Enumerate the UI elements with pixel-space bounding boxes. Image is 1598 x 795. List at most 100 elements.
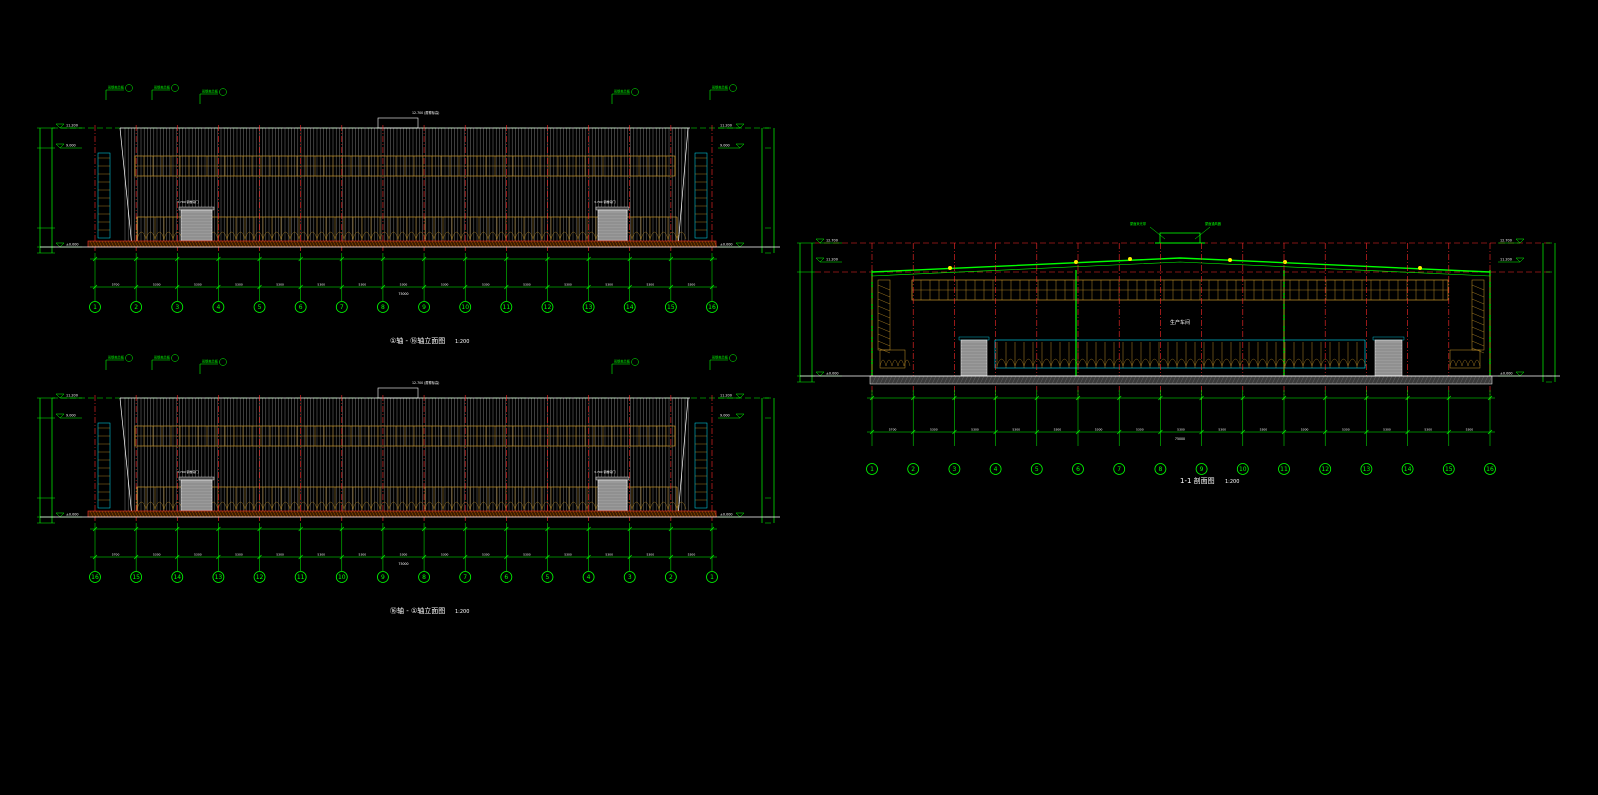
axis-bubble-label: 7 [1117, 466, 1121, 473]
plinth-hatch [446, 240, 451, 248]
plinth-hatch [158, 510, 163, 518]
dim-tick [339, 554, 345, 560]
axis-bubble [459, 571, 472, 583]
side-window-arch [879, 359, 887, 367]
bay-dim-label: 5700 [112, 283, 120, 287]
dim-tick [421, 256, 427, 262]
axis-bubble-label: 15 [1445, 466, 1453, 473]
section-window-arch [1041, 358, 1052, 367]
grid-axes [94, 125, 713, 251]
plinth-hatch [371, 510, 376, 518]
plinth-hatch [599, 510, 604, 518]
plinth-hatch [401, 240, 406, 248]
slab-hatch [1199, 375, 1205, 385]
slab-hatch [943, 375, 949, 385]
plinth-hatch [329, 240, 334, 248]
plinth-hatch [428, 510, 433, 518]
section-window-arch [1104, 358, 1115, 367]
dim-tick [216, 284, 221, 290]
slab-hatch [1087, 375, 1093, 385]
plinth-hatch [179, 510, 184, 518]
section-window-arch [1329, 358, 1340, 367]
slab-hatch [1383, 375, 1389, 385]
window-arch [307, 501, 318, 510]
section-bay-dim: 5300 [1383, 428, 1391, 432]
axis-bubble [664, 571, 677, 583]
plinth-hatch [293, 510, 298, 518]
plinth-hatch [611, 510, 616, 518]
slab-hatch [1207, 375, 1213, 385]
callout-label: 彩钢夹芯板 [154, 355, 171, 360]
elevation-axis-16-1[interactable]: 11.2009.000±0.00011.2009.000±0.00012.700… [37, 354, 780, 583]
window-arch [379, 501, 390, 510]
window-arch [334, 501, 345, 510]
slab-hatch [1431, 375, 1437, 385]
slab-hatch [891, 375, 897, 385]
slab-hatch [1363, 375, 1369, 385]
slab-hatch [1307, 375, 1313, 385]
window-arch [451, 501, 462, 510]
plinth-hatch [554, 240, 559, 248]
plinth-hatch [458, 240, 463, 248]
plinth-hatch [164, 240, 169, 248]
dim-tick [175, 526, 180, 532]
window-arch [217, 231, 228, 240]
level-label: 11.200 [720, 394, 732, 398]
window-arch [478, 231, 489, 240]
bay-dim-label: 5300 [317, 283, 325, 287]
plinth-hatch [293, 240, 298, 248]
roof-purlin [1128, 257, 1132, 261]
axis-bubble [623, 571, 636, 583]
window-arch [298, 231, 309, 240]
dim-tick [380, 284, 386, 290]
plinth-hatch [188, 240, 193, 248]
slab-hatch [971, 375, 977, 385]
plinth-hatch [320, 240, 325, 248]
slab-hatch [1371, 375, 1377, 385]
plinth-hatch [227, 240, 232, 248]
elevation-axis-1-16[interactable]: 11.2009.000±0.00011.2009.000±0.00012.700… [37, 84, 780, 313]
level-label: ±0.000 [1500, 372, 1513, 376]
dim-tick [339, 256, 345, 262]
dim-tick [586, 554, 591, 560]
plinth-hatch [272, 510, 277, 518]
plinth-hatch [287, 240, 292, 248]
plinth-hatch [176, 240, 181, 248]
axis-bubble-label: 15 [667, 304, 675, 311]
plinth-hatch [401, 510, 406, 518]
bay-dim-label: 5300 [317, 553, 325, 557]
plinth-hatch [368, 510, 373, 518]
window-arch [217, 501, 228, 510]
slab-hatch [1343, 375, 1349, 385]
section-window-arch [1149, 358, 1160, 367]
plinth-hatch [362, 240, 367, 248]
window-arch [577, 501, 588, 510]
plinth-hatch [323, 510, 328, 518]
plinth-hatch [587, 240, 592, 248]
axis-bubble [418, 301, 430, 313]
slab-hatch [1251, 375, 1257, 385]
end-wall-slope [119, 127, 133, 248]
window-x [1471, 340, 1485, 347]
plinth-hatch [236, 240, 241, 248]
plinth-hatch [377, 510, 382, 518]
dim-tick [545, 554, 550, 560]
dim-tick [298, 526, 303, 532]
plinth-hatch [119, 240, 124, 248]
plinth-hatch [644, 510, 649, 518]
plinth-hatch [650, 510, 655, 518]
plinth-hatch [578, 240, 583, 248]
slab-hatch [1179, 375, 1185, 385]
level-label: ±0.000 [826, 372, 839, 376]
plinth-hatch [260, 240, 265, 248]
plinth-hatch [185, 510, 190, 518]
dim-tick [298, 554, 303, 560]
plinth-hatch [545, 240, 550, 248]
plinth-hatch [584, 510, 589, 518]
window-arch [433, 231, 444, 240]
slab-hatch [1463, 375, 1469, 385]
plinth-hatch [470, 240, 475, 248]
section-1-1[interactable]: 12.70011.200±0.00012.70011.200±0.000屋面采光… [797, 221, 1560, 475]
plinth-hatch [191, 240, 196, 248]
